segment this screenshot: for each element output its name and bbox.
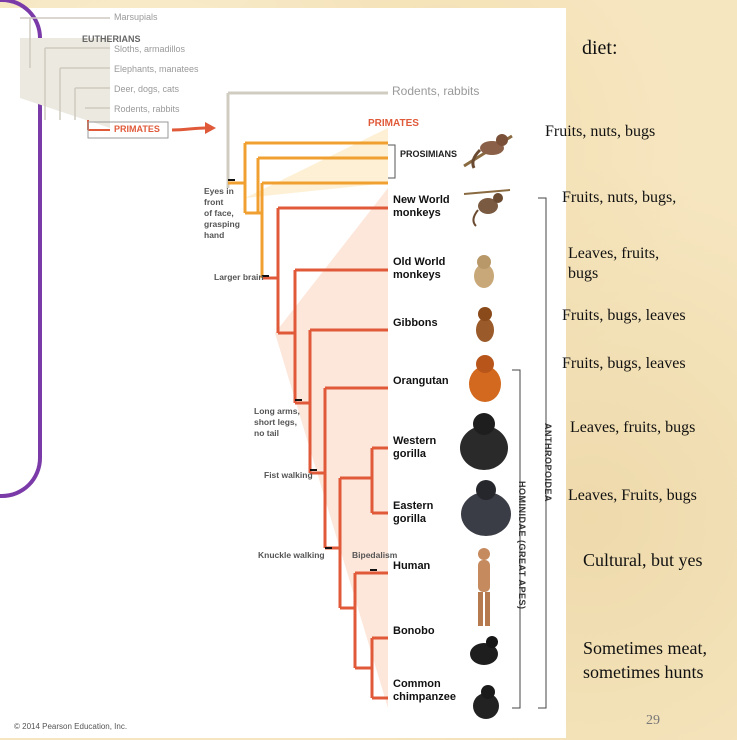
label-sloths: Sloths, armadillos [114, 44, 186, 54]
trait-larger-brain: Larger brain [214, 272, 264, 282]
diet-prosimians: Fruits, nuts, bugs [545, 123, 656, 140]
label-primates-small: PRIMATES [114, 124, 160, 134]
top-tree-branches [20, 17, 110, 120]
diet-new-world: Fruits, nuts, bugs, [562, 189, 677, 206]
label-hominidae: HOMINIDAE (GREAT APES) [517, 481, 527, 610]
prosimian-branches [228, 141, 388, 278]
diet-gibbons: Fruits, bugs, leaves [562, 307, 686, 324]
taxon-western-gorilla: Western gorilla [393, 435, 437, 460]
taxon-human: Human [393, 560, 431, 572]
diet-orangutan: Fruits, bugs, leaves [562, 355, 686, 372]
new-world-monkey-illustration [463, 189, 511, 227]
slide-number: 29 [646, 713, 660, 728]
trait-bipedalism: Bipedalism [352, 550, 398, 560]
label-anthropoidea: ANTHROPOIDEA [543, 423, 553, 503]
label-marsupials: Marsupials [114, 12, 158, 22]
zoom-arrow-head [205, 122, 216, 134]
taxon-bonobo: Bonobo [393, 625, 435, 637]
phylogenetic-tree [20, 17, 547, 709]
anthropoid-shade [275, 188, 388, 708]
trait-eyes-front: Eyes in front of face, grasping hand [204, 186, 240, 240]
anthropoidea-bracket [538, 197, 547, 709]
trait-fist-walking: Fist walking [264, 470, 313, 480]
copyright-note: © 2014 Pearson Education, Inc. [14, 722, 128, 731]
primates-box [87, 121, 169, 139]
hominidae-bracket [512, 369, 521, 709]
diet-chimp: Sometimes meat, sometimes hunts [583, 638, 707, 682]
cladogram-panel: Marsupials EUTHERIANS Sloths, armadillos… [0, 0, 566, 738]
label-deer: Deer, dogs, cats [114, 84, 180, 94]
trait-knuckle-walking: Knuckle walking [258, 550, 325, 560]
label-elephants: Elephants, manatees [114, 64, 199, 74]
anthropoid-branches [262, 206, 388, 700]
taxon-eastern-gorilla: Eastern gorilla [393, 500, 434, 525]
taxon-gibbons: Gibbons [393, 317, 438, 329]
label-rodents-small: Rodents, rabbits [114, 104, 180, 114]
chimpanzee-illustration [473, 685, 499, 719]
diet-human: Cultural, but yes [583, 550, 703, 570]
diet-header: diet: [582, 37, 618, 59]
old-world-monkey-illustration [474, 255, 494, 288]
prosimian-shade [245, 128, 388, 198]
gibbon-illustration [476, 307, 494, 342]
trait-ticks [228, 179, 377, 571]
label-prosimians: PROSIMIANS [400, 149, 458, 159]
diet-old-world: Leaves, fruits, bugs [568, 245, 660, 282]
human-illustration [478, 548, 490, 626]
zoom-arrow [171, 126, 206, 132]
taxon-old-world-monkeys: Old World monkeys [393, 256, 446, 281]
diet-western-gorilla: Leaves, fruits, bugs [570, 419, 696, 436]
top-tree-shade [20, 38, 110, 128]
prosimian-bracket [388, 144, 396, 179]
orangutan-illustration [469, 355, 501, 402]
western-gorilla-illustration [460, 413, 508, 470]
bonobo-illustration [470, 636, 498, 665]
taxon-new-world-monkeys: New World monkeys [393, 194, 450, 219]
label-primates: PRIMATES [368, 118, 419, 129]
taxon-orangutan: Orangutan [393, 375, 449, 387]
trait-long-arms: Long arms, short legs, no tail [254, 406, 300, 438]
diet-eastern-gorilla: Leaves, Fruits, bugs [568, 487, 697, 504]
rodent-branch [226, 91, 388, 188]
label-rodents-rabbits: Rodents, rabbits [392, 84, 480, 98]
eastern-gorilla-illustration [461, 480, 511, 536]
label-eutherians: EUTHERIANS [82, 34, 141, 44]
prosimian-illustration [463, 134, 513, 169]
taxon-common-chimpanzee: Common chimpanzee [393, 678, 456, 703]
